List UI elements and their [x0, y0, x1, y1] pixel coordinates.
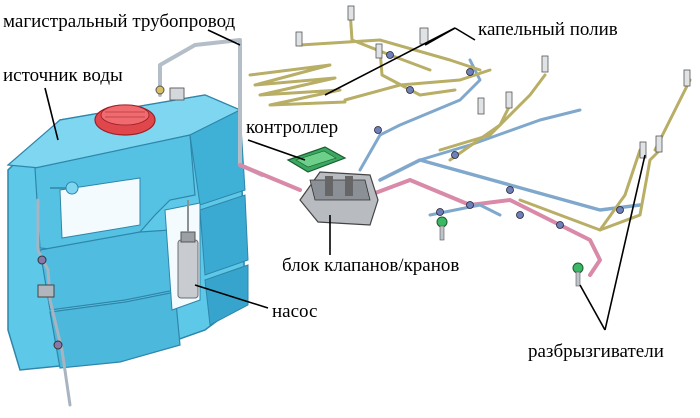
sprinklers [436, 216, 584, 287]
label-sprinklers: разбрызгиватели [528, 341, 664, 362]
valve-block [299, 171, 379, 226]
label-pump: насос [272, 301, 318, 322]
water-tank [6, 94, 249, 371]
pump [177, 200, 199, 299]
leader-lines [44, 27, 646, 331]
label-drip-irrigation: капельный полив [478, 19, 618, 40]
label-water-source: источник воды [3, 65, 123, 86]
drip-lines [248, 8, 692, 232]
supply-pipes [238, 58, 642, 277]
inlet-pipe [36, 198, 72, 407]
label-controller: контроллер [246, 117, 339, 138]
drip-emitters [295, 5, 691, 159]
label-valve-block: блок клапанов/кранов [282, 255, 460, 276]
pipe-fittings [374, 51, 624, 229]
label-main-pipeline: магистральный трубопровод [3, 11, 236, 32]
controller [286, 146, 347, 173]
